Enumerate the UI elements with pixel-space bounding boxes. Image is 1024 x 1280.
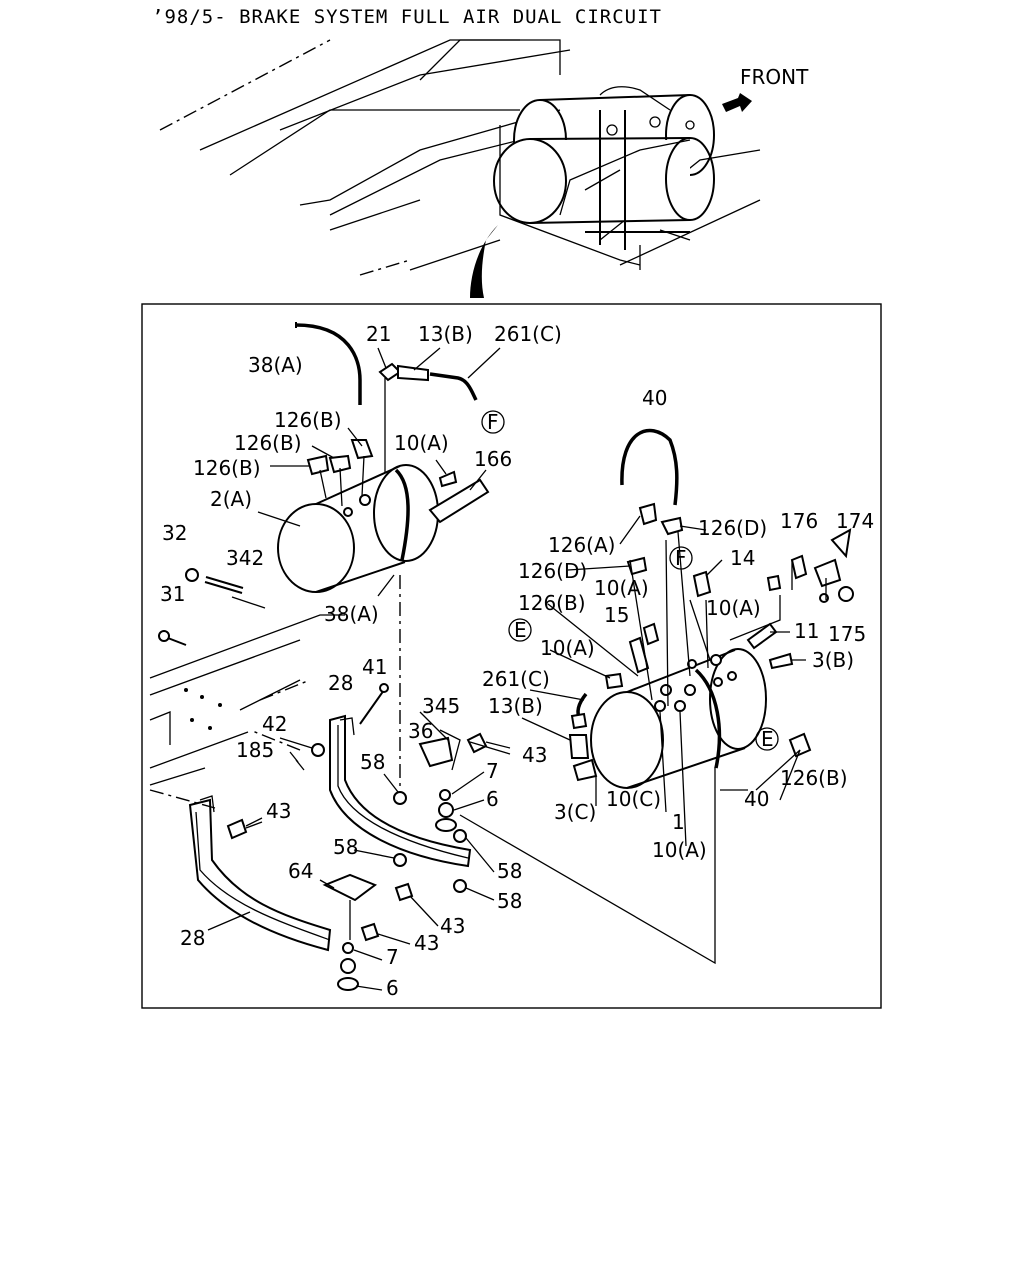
callout-2a: 2(A)	[210, 487, 252, 511]
callout-10c: 10(C)	[606, 787, 661, 811]
callout-176: 176	[780, 509, 818, 533]
callout-126b-m: 126(B)	[518, 591, 586, 615]
lower-tank-assembly	[508, 428, 854, 790]
frame-rail	[149, 614, 345, 786]
callout-261c-bot: 261(C)	[482, 667, 550, 691]
callout-175: 175	[828, 622, 866, 646]
callout-64: 64	[288, 859, 313, 883]
callout-58-b: 58	[333, 835, 358, 859]
callout-F-top-circle	[481, 410, 505, 434]
callout-10a-bot: 10(A)	[652, 838, 707, 862]
front-label: FRONT	[740, 65, 809, 89]
callout-43-d: 43	[414, 931, 439, 955]
callout-E-right: E	[761, 727, 774, 751]
callout-261c-top: 261(C)	[494, 322, 562, 346]
callout-40-top: 40	[642, 386, 667, 410]
callout-38a-top: 38(A)	[248, 353, 303, 377]
leader-lines	[207, 347, 806, 991]
callout-126d-r: 126(D)	[698, 516, 767, 540]
callout-174: 174	[836, 509, 874, 533]
callout-58-a: 58	[360, 750, 385, 774]
callout-14: 14	[730, 546, 755, 570]
callout-3b: 3(B)	[812, 648, 854, 672]
callout-F-mid: F	[675, 546, 687, 570]
callout-58-d: 58	[497, 889, 522, 913]
callout-labels: 38(A) 21 13(B) 261(C) F 126(B) 126(B) 12…	[160, 322, 874, 1000]
callout-21: 21	[366, 322, 391, 346]
callout-126b-3: 126(B)	[193, 456, 261, 480]
callout-185: 185	[236, 738, 274, 762]
callout-58-c: 58	[497, 859, 522, 883]
callout-342: 342	[226, 546, 264, 570]
callout-31: 31	[160, 582, 185, 606]
callout-43-c: 43	[440, 914, 465, 938]
callout-10a-m2: 10(A)	[706, 596, 761, 620]
callout-126a: 126(A)	[548, 533, 615, 557]
callout-32: 32	[162, 521, 187, 545]
callout-166: 166	[474, 447, 512, 471]
callout-7-a: 7	[486, 759, 499, 783]
callout-13b-top: 13(B)	[418, 322, 473, 346]
callout-126b-2: 126(B)	[234, 431, 302, 455]
callout-E-left: E	[514, 618, 527, 642]
callout-13b-bot: 13(B)	[488, 694, 543, 718]
bracket-assembly	[149, 660, 716, 991]
callout-7-b: 7	[386, 945, 399, 969]
callout-43-a: 43	[522, 743, 547, 767]
callout-15: 15	[604, 603, 629, 627]
page-title: ’98/5- BRAKE SYSTEM FULL AIR DUAL CIRCUI…	[152, 6, 662, 28]
callout-126b-br: 126(B)	[780, 766, 848, 790]
callout-345: 345	[422, 694, 460, 718]
callout-41: 41	[362, 655, 387, 679]
callout-6-a: 6	[486, 787, 499, 811]
callout-38a-bot: 38(A)	[324, 602, 379, 626]
callout-3c: 3(C)	[554, 800, 596, 824]
callout-42: 42	[262, 712, 287, 736]
callout-6-b: 6	[386, 976, 399, 1000]
callout-10a-m1: 10(A)	[594, 576, 649, 600]
callout-28-bot: 28	[180, 926, 205, 950]
callout-1: 1	[672, 810, 685, 834]
callout-40-bot: 40	[744, 787, 769, 811]
callout-E-left-circle	[508, 618, 532, 642]
callout-36: 36	[408, 719, 433, 743]
overview-illustration: FRONT	[159, 39, 809, 298]
upper-tank-assembly	[158, 322, 505, 790]
callout-10a-top: 10(A)	[394, 431, 449, 455]
callout-11: 11	[794, 619, 819, 643]
callout-28-top: 28	[328, 671, 353, 695]
callout-43-b: 43	[266, 799, 291, 823]
detail-frame	[141, 303, 882, 1009]
callout-F-top: F	[487, 410, 499, 434]
callout-126b-1: 126(B)	[274, 408, 342, 432]
callout-126d-l: 126(D)	[518, 559, 587, 583]
callout-E-right-circle	[755, 727, 779, 751]
callout-10a-m3: 10(A)	[540, 636, 595, 660]
